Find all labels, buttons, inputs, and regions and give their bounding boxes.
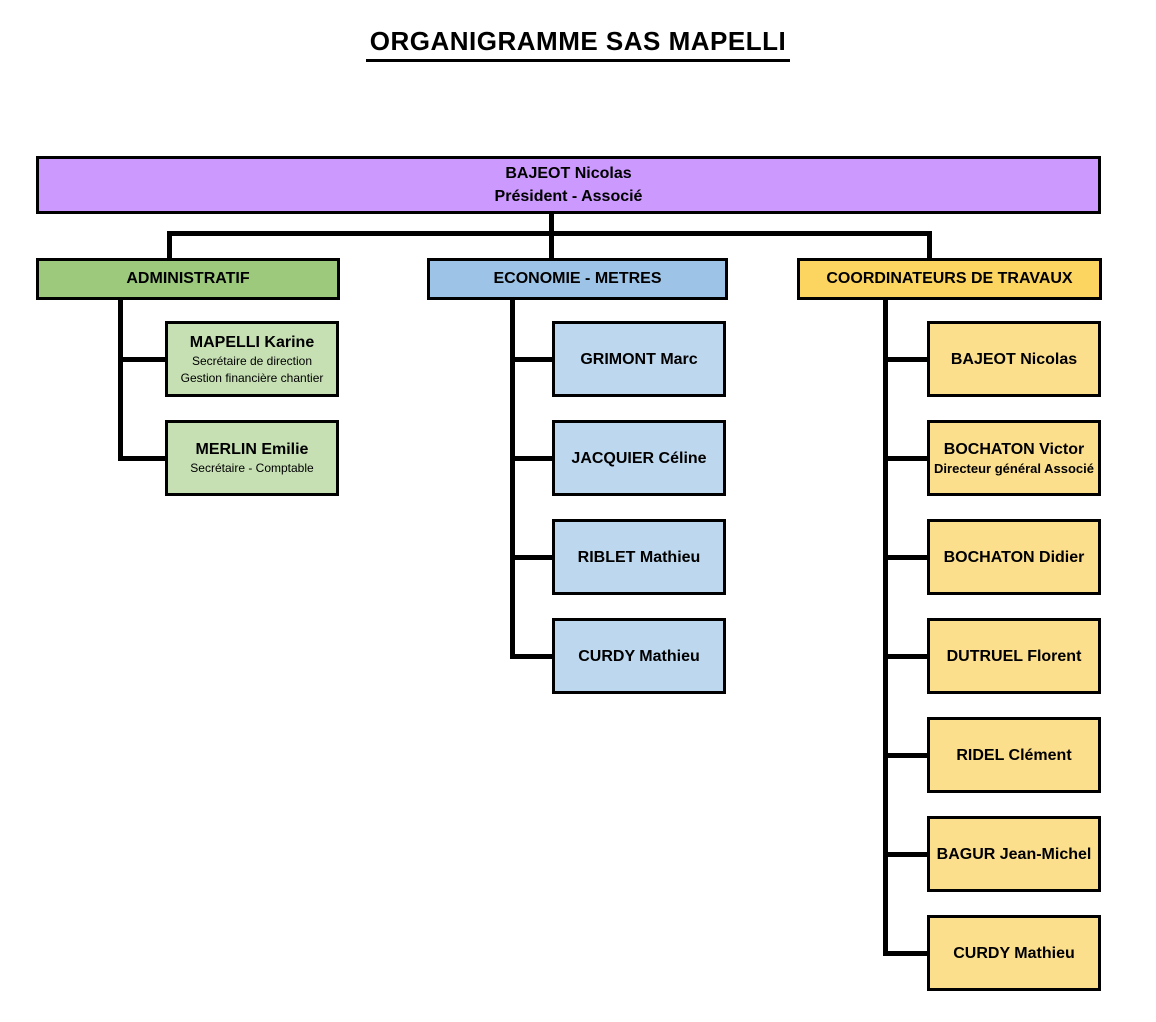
dept-label: ECONOMIE - METRES	[493, 270, 662, 287]
member-role: Secrétaire de direction	[191, 353, 313, 368]
connector-stub	[883, 555, 930, 560]
member-role: Secrétaire - Comptable	[190, 461, 314, 475]
connector-stub	[510, 555, 555, 560]
root-name: BAJEOT Nicolas	[505, 165, 632, 182]
member-box-curdy-mathieu-economie: CURDY Mathieu	[552, 618, 726, 694]
member-name: CURDY Mathieu	[953, 944, 1075, 962]
member-name: RIDEL Clément	[956, 746, 1072, 764]
member-name: MERLIN Emilie	[195, 441, 309, 458]
member-box-ridel-clement: RIDEL Clément	[927, 717, 1101, 793]
member-name: BOCHATON Victor	[943, 440, 1085, 458]
connector-spine-administratif	[118, 300, 123, 461]
connector-stub	[118, 456, 168, 461]
page-title-text: ORGANIGRAMME SAS MAPELLI	[365, 26, 791, 62]
member-box-jacquier-celine: JACQUIER Céline	[552, 420, 726, 496]
member-box-curdy-mathieu-coord: CURDY Mathieu	[927, 915, 1101, 991]
dept-header-coordinateurs: COORDINATEURS DE TRAVAUX	[797, 258, 1102, 300]
root-president-box: BAJEOT Nicolas Président - Associé	[36, 156, 1101, 214]
member-name: BOCHATON Didier	[943, 548, 1085, 566]
dept-label: COORDINATEURS DE TRAVAUX	[826, 270, 1073, 287]
member-box-riblet-mathieu: RIBLET Mathieu	[552, 519, 726, 595]
connector-root-vertical	[549, 214, 554, 234]
connector-stub	[883, 852, 930, 857]
connector-stub	[883, 951, 930, 956]
member-box-bochaton-victor: BOCHATON Victor Directeur général Associ…	[927, 420, 1101, 496]
member-box-mapelli-karine: MAPELLI Karine Secrétaire de direction G…	[165, 321, 339, 397]
member-box-bochaton-didier: BOCHATON Didier	[927, 519, 1101, 595]
connector-stub	[883, 357, 930, 362]
connector-stub	[883, 456, 930, 461]
dept-header-economie-metres: ECONOMIE - METRES	[427, 258, 728, 300]
member-name: RIBLET Mathieu	[577, 548, 701, 566]
member-box-grimont-marc: GRIMONT Marc	[552, 321, 726, 397]
member-name: CURDY Mathieu	[578, 647, 700, 665]
connector-stub	[118, 357, 168, 362]
dept-label: ADMINISTRATIF	[126, 270, 250, 287]
connector-drop-administratif	[167, 231, 172, 258]
member-box-merlin-emilie: MERLIN Emilie Secrétaire - Comptable	[165, 420, 339, 496]
connector-stub	[510, 357, 555, 362]
member-role: Gestion financière chantier	[180, 370, 324, 385]
member-box-bajeot-nicolas-coord: BAJEOT Nicolas	[927, 321, 1101, 397]
member-box-dutruel-florent: DUTRUEL Florent	[927, 618, 1101, 694]
member-name: JACQUIER Céline	[571, 449, 707, 467]
connector-drop-coordinateurs	[927, 231, 932, 258]
connector-spine-coordinateurs	[883, 300, 888, 956]
connector-drop-economie	[549, 231, 554, 258]
member-name: GRIMONT Marc	[580, 350, 698, 368]
member-name: DUTRUEL Florent	[946, 647, 1082, 665]
connector-stub	[883, 654, 930, 659]
member-name: BAJEOT Nicolas	[950, 350, 1078, 368]
connector-stub	[510, 456, 555, 461]
member-role: Directeur général Associé	[934, 460, 1094, 476]
member-name: MAPELLI Karine	[189, 333, 315, 351]
dept-header-administratif: ADMINISTRATIF	[36, 258, 340, 300]
connector-stub	[883, 753, 930, 758]
member-name: BAGUR Jean-Michel	[936, 845, 1092, 863]
member-box-bagur-jean-michel: BAGUR Jean-Michel	[927, 816, 1101, 892]
connector-spine-economie	[510, 300, 515, 659]
connector-stub	[510, 654, 555, 659]
page-title: ORGANIGRAMME SAS MAPELLI	[0, 26, 1156, 62]
root-role: Président - Associé	[494, 188, 643, 205]
